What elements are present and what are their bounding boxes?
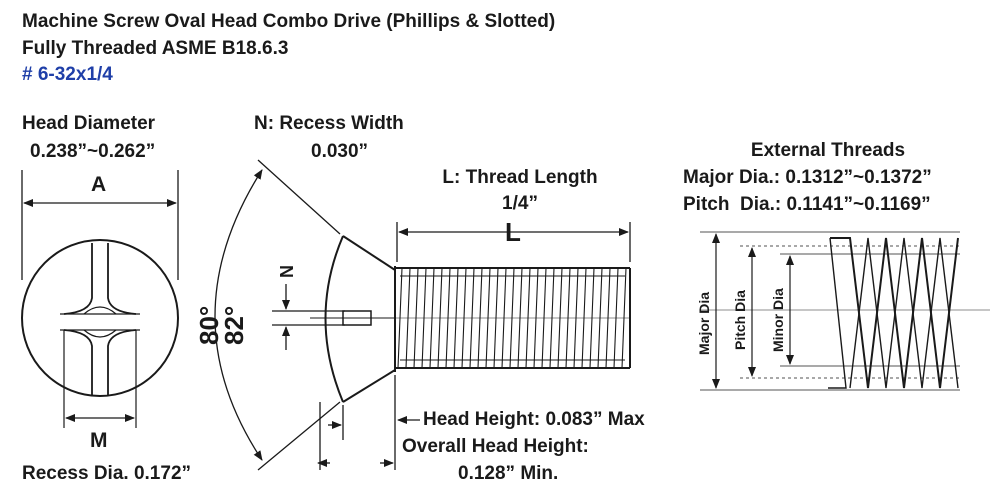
minor-dia-label: Minor Dia xyxy=(770,288,786,352)
thread-length-dimension xyxy=(396,222,631,262)
thread-length-letter: L xyxy=(505,217,521,247)
head-angle-dimension xyxy=(214,159,341,471)
external-thread-detail xyxy=(700,231,990,391)
title-line-2: Fully Threaded ASME B18.6.3 xyxy=(22,38,289,59)
overall-head-height-value: 0.128” Min. xyxy=(458,463,559,484)
recess-dia-letter: M xyxy=(90,429,108,452)
recess-width-letter: N xyxy=(277,265,297,278)
overall-head-height-label: Overall Head Height: xyxy=(402,436,589,457)
head-height-label: Head Height: 0.083” Max xyxy=(423,409,645,430)
screw-size: # 6-32x1/4 xyxy=(22,64,113,85)
major-dia-spec: Major Dia.: 0.1312”~0.1372” xyxy=(683,167,932,188)
title-line-1: Machine Screw Oval Head Combo Drive (Phi… xyxy=(22,11,556,32)
angle-label-80: 80° xyxy=(194,306,224,345)
thread-length-value: 1/4” xyxy=(502,193,538,214)
angle-label-82: 82° xyxy=(219,306,249,345)
pitch-dia-label: Pitch Dia xyxy=(732,290,748,350)
recess-width-dimension xyxy=(272,284,345,350)
recess-dia-dimension xyxy=(63,330,137,428)
thread-lines xyxy=(397,267,627,369)
head-height-dimension xyxy=(317,375,420,470)
head-diameter-dimension xyxy=(21,170,179,280)
recess-width-value: 0.030” xyxy=(311,141,369,162)
thread-length-label: L: Thread Length xyxy=(442,167,598,188)
external-threads-title: External Threads xyxy=(750,140,906,161)
major-dia-label: Major Dia xyxy=(696,292,712,355)
recess-width-label: N: Recess Width xyxy=(254,113,404,134)
head-top-view xyxy=(21,239,179,397)
head-diameter-label: Head Diameter xyxy=(22,113,156,134)
screw-side-view xyxy=(310,235,631,403)
pitch-dia-spec: Pitch Dia.: 0.1141”~0.1169” xyxy=(683,194,931,215)
head-diameter-letter: A xyxy=(91,173,107,196)
recess-dia-label: Recess Dia. 0.172” xyxy=(22,463,192,484)
head-diameter-value: 0.238”~0.262” xyxy=(30,141,156,162)
